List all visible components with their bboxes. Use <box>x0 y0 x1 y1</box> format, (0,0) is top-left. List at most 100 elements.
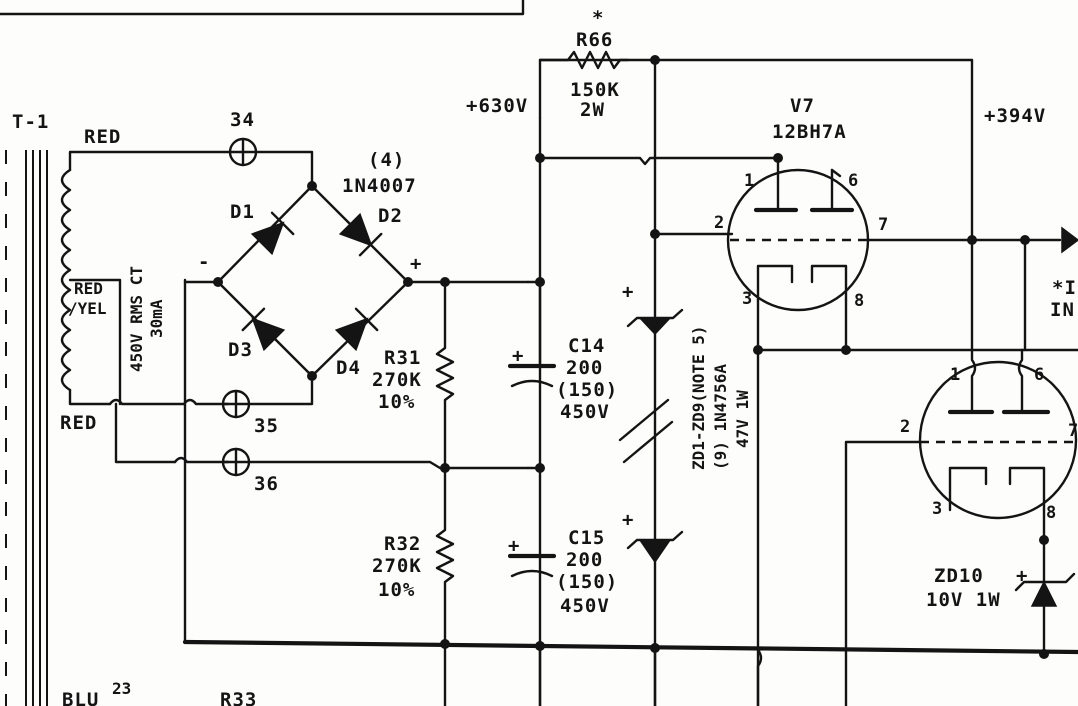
label-t1-rating-1: 450V RMS CT <box>127 266 146 372</box>
label-red-bottom: RED <box>60 412 97 434</box>
label-r33: R33 <box>220 689 257 706</box>
label-zd-line2: (9) 1N4756A <box>711 364 730 470</box>
wire-to-v7-plate <box>538 156 780 166</box>
wire-red-bottom <box>68 388 112 406</box>
label-v7-pin6: 6 <box>848 171 858 191</box>
label-red-yel-1: RED <box>74 279 103 298</box>
label-r32-value: 270K <box>372 555 422 577</box>
resistor-r32 <box>435 466 455 706</box>
label-d2: D2 <box>378 205 403 227</box>
diode-d3 <box>241 307 286 352</box>
label-c14-value: 200 <box>566 357 603 379</box>
label-zd10-value: 10V 1W <box>926 589 1001 611</box>
zener-zd10 <box>1014 538 1076 658</box>
label-plus: + <box>410 253 422 275</box>
wire-to-36-a <box>114 402 177 464</box>
label-d3: D3 <box>228 339 253 361</box>
label-d1: D1 <box>230 201 255 223</box>
ground-drops <box>538 644 763 706</box>
terminal-34 <box>228 137 258 167</box>
label-v8-pin6: 6 <box>1034 365 1044 385</box>
label-r31-value: 270K <box>372 369 422 391</box>
label-minus: - <box>198 251 210 273</box>
transformer-secondary-coil <box>60 168 72 392</box>
wire-red-top <box>68 150 232 172</box>
label-v8-pin7: 7 <box>1068 421 1078 441</box>
label-v8-pin3: 3 <box>932 499 942 519</box>
label-zd1-plus: + <box>622 281 634 303</box>
label-zd10-plus: + <box>1016 565 1028 587</box>
label-v7-pin7: 7 <box>878 215 888 235</box>
label-c14-name: C14 <box>568 335 605 357</box>
tube-v8 <box>918 348 1078 520</box>
label-v7-pin3: 3 <box>742 289 752 309</box>
capacitor-c15 <box>507 553 557 578</box>
label-r32-tol: 10% <box>378 579 415 601</box>
label-v8-pin1: 1 <box>950 365 960 385</box>
label-c15-value: 200 <box>566 549 603 571</box>
diode-d4 <box>334 307 379 352</box>
zener-zd9 <box>626 530 684 564</box>
transformer-core <box>5 150 48 706</box>
label-zd10-name: ZD10 <box>934 565 984 587</box>
label-v630: +630V <box>466 95 528 117</box>
label-c14-plus: + <box>512 345 524 367</box>
label-c15-volt: 450V <box>560 595 610 617</box>
diode-d2 <box>338 212 383 257</box>
label-term-35: 35 <box>254 415 279 437</box>
label-r31-tol: 10% <box>378 391 415 413</box>
label-red-yel-2: /YEL <box>68 299 107 318</box>
label-r31-name: R31 <box>384 347 421 369</box>
label-d4: D4 <box>336 357 361 379</box>
label-red-top: RED <box>84 126 121 148</box>
label-zd-line1: ZD1-ZD9(NOTE 5) <box>689 326 708 471</box>
output-arrow <box>1061 226 1078 254</box>
zener-zd1 <box>626 308 684 336</box>
label-bridge-qty: (4) <box>368 149 405 171</box>
wire-midpoint <box>248 460 530 470</box>
resistor-r31 <box>435 280 455 470</box>
label-r66-value: 150K <box>570 79 620 101</box>
label-r66-power: 2W <box>580 99 605 121</box>
label-zd9-plus: + <box>622 509 634 531</box>
top-box-edge <box>0 0 525 16</box>
label-c14-alt: (150) <box>556 379 618 401</box>
label-term-36: 36 <box>254 473 279 495</box>
label-r32-name: R32 <box>384 533 421 555</box>
bridge-rectifier <box>183 150 413 406</box>
zener-break <box>618 398 674 464</box>
label-c15-plus: + <box>508 535 520 557</box>
label-edge-star: *I <box>1052 277 1077 299</box>
label-v7-name: V7 <box>790 95 815 117</box>
label-zd-line3: 47V 1W <box>733 390 752 448</box>
label-r66-name: R66 <box>576 29 613 51</box>
wire-center-tap <box>68 278 122 406</box>
ground-bus <box>182 639 1078 655</box>
capacitor-c14 <box>507 280 557 388</box>
resistor-r66 <box>538 50 657 70</box>
label-v7-pin1: 1 <box>744 171 754 191</box>
wire-v8-grid <box>844 440 922 706</box>
label-v8-pin2: 2 <box>900 417 910 437</box>
label-v8-pin8: 8 <box>1046 503 1056 523</box>
label-t1: T-1 <box>12 111 49 133</box>
label-term-23: 23 <box>112 679 131 698</box>
label-v7-pin2: 2 <box>714 213 724 233</box>
label-bridge-part: 1N4007 <box>342 175 417 197</box>
terminal-35 <box>221 389 251 419</box>
label-c14-volt: 450V <box>560 401 610 423</box>
label-c15-alt: (150) <box>556 571 618 593</box>
label-t1-rating-2: 30mA <box>147 299 166 338</box>
label-blu: BLU <box>62 689 99 706</box>
label-term-34: 34 <box>230 109 255 131</box>
terminal-36 <box>221 447 251 477</box>
label-v7-pin8: 8 <box>854 291 864 311</box>
label-c15-name: C15 <box>568 527 605 549</box>
wire-to-36-b <box>173 456 230 464</box>
label-v394: +394V <box>984 105 1046 127</box>
diode-d1 <box>250 211 295 256</box>
label-edge-in: IN <box>1050 299 1075 321</box>
wire-to-35 <box>108 398 230 406</box>
wire-394-rail <box>653 58 974 352</box>
